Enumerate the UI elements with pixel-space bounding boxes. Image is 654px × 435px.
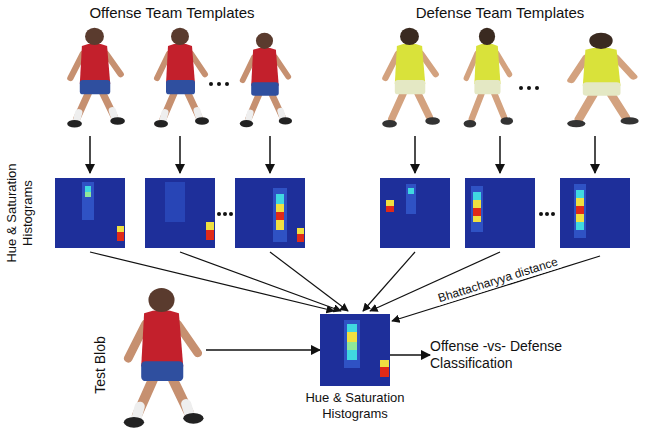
row-label: Hue & Saturation Histograms: [4, 154, 35, 272]
ellipsis-dots-part: [545, 212, 549, 216]
histogram-caption: Hue & Saturation Histograms: [295, 390, 415, 421]
flow-arrow: [206, 349, 320, 351]
test-histogram-image-part: [347, 342, 357, 350]
test-histogram-image-part: [347, 324, 357, 332]
test-blob: Test Blob: [118, 284, 206, 431]
test-histogram-image-part: [347, 332, 357, 342]
template-histograms-part: [55, 178, 125, 248]
offense-players-part: [240, 33, 292, 128]
template-histograms-part-part: [145, 178, 215, 248]
template-histograms-part-part: [273, 188, 287, 242]
ellipsis-dots-part: [223, 212, 227, 216]
template-histograms-part-part: [117, 232, 124, 241]
comparison-lines-part: [90, 252, 334, 311]
distance-label: Bhattacharyya distance: [434, 254, 561, 306]
offense-players-part: [154, 28, 209, 128]
test-blob-figure-part: [124, 288, 204, 428]
down-arrows-part: [499, 136, 501, 173]
template-histograms-part-part: [276, 194, 284, 204]
template-histograms-part: [465, 178, 535, 248]
template-histograms-part-part: [574, 184, 586, 238]
defense-players-part: [464, 28, 513, 128]
template-histograms-part-part: [576, 222, 584, 230]
template-histograms-part-part: [408, 188, 414, 194]
down-arrows: [90, 136, 595, 173]
template-histograms-part-part: [276, 212, 284, 220]
ellipsis-dots-part: [519, 86, 523, 90]
template-histograms-part-part: [206, 230, 214, 240]
template-histograms-part-part: [465, 178, 535, 248]
template-histograms-part-part: [471, 186, 483, 232]
template-histograms-part-part: [473, 216, 481, 222]
offense-players: [67, 28, 292, 128]
test-histogram-image-part: [320, 314, 390, 386]
template-histograms-part-part: [117, 226, 124, 232]
template-histograms-part-part: [473, 192, 481, 200]
down-arrows-part: [594, 136, 596, 173]
template-histograms-part-part: [276, 220, 284, 230]
defense-title: Defense Team Templates: [416, 4, 585, 22]
ellipsis-dots-part: [217, 82, 221, 86]
template-histograms-part-part: [576, 214, 584, 222]
ellipsis-dots-part: [217, 212, 221, 216]
flow-arrow: [390, 354, 430, 356]
template-histograms-part-part: [276, 204, 284, 212]
template-histograms-part-part: [386, 206, 394, 212]
template-histograms-part-part: [473, 208, 481, 216]
template-histograms-part-part: [82, 182, 94, 220]
template-histograms-part: [235, 178, 305, 248]
comparison-lines-part: [180, 252, 341, 311]
ellipsis-dots-part: [535, 86, 539, 90]
template-histograms-part-part: [576, 190, 584, 198]
template-histograms-part-part: [560, 178, 630, 248]
comparison-lines-part: [392, 256, 600, 321]
ellipsis-dots-part: [229, 212, 233, 216]
template-histograms: [55, 178, 630, 248]
template-histograms-part-part: [380, 178, 450, 248]
defense-players-part: [567, 33, 639, 128]
comparison-lines-part: [270, 252, 348, 311]
template-histograms-part-part: [85, 186, 91, 192]
test-histogram-image-part: [380, 360, 389, 367]
template-histograms-part-part: [55, 178, 125, 248]
template-histograms-part-part: [406, 184, 416, 214]
template-histograms-part-part: [386, 200, 394, 206]
ellipsis-dots-part: [551, 212, 555, 216]
ellipsis-dots-part: [209, 82, 213, 86]
test-histogram: Hue & Saturation Histograms: [320, 314, 390, 386]
defense-players-part: [382, 28, 440, 128]
template-histograms-part-part: [235, 178, 305, 248]
template-histograms-part-part: [576, 198, 584, 206]
template-histograms-part: [380, 178, 450, 248]
down-arrows-part: [269, 136, 271, 173]
template-histograms-part-part: [165, 182, 185, 222]
down-arrows-part: [179, 136, 181, 173]
ellipsis-dots-part: [225, 82, 229, 86]
offense-players-part: [67, 28, 125, 128]
offense-title: Offense Team Templates: [89, 4, 254, 22]
down-arrows-part: [89, 136, 91, 173]
test-histogram-image-part: [380, 367, 389, 377]
classification-output: Offense -vs- Defense Classification: [430, 338, 590, 372]
template-histograms-part-part: [297, 234, 304, 242]
template-histograms-part-part: [85, 192, 91, 197]
test-blob-label: Test Blob: [92, 336, 109, 394]
down-arrows-part: [414, 136, 416, 173]
defense-players: [382, 28, 639, 128]
template-histograms-part-part: [576, 206, 584, 214]
template-histograms-part: [145, 178, 215, 248]
classification-text: Offense -vs- Defense Classification: [430, 338, 590, 372]
test-histogram-image-part: [347, 350, 357, 360]
template-histograms-part-part: [473, 200, 481, 208]
template-histograms-part: [560, 178, 630, 248]
ellipsis-dots-part: [539, 212, 543, 216]
test-histogram-image: [320, 314, 390, 386]
test-histogram-image-part: [344, 320, 360, 368]
template-histograms-part-part: [297, 228, 304, 234]
test-blob-figure: [118, 284, 206, 431]
template-histograms-part-part: [206, 222, 214, 230]
ellipsis-dots-part: [527, 86, 531, 90]
